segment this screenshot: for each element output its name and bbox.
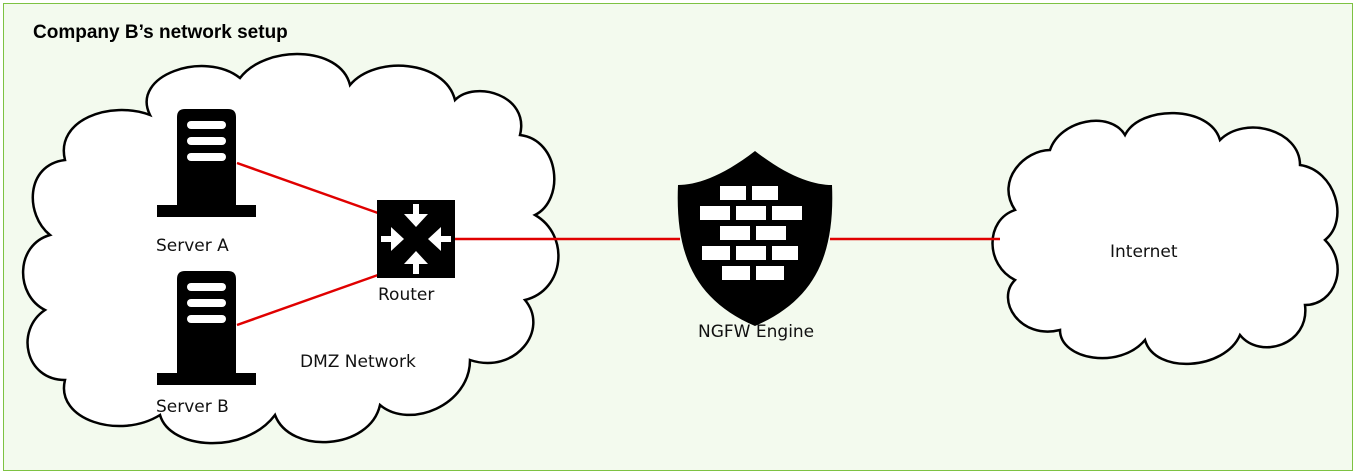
link-server-a-router: [236, 161, 379, 215]
server-a-icon: [157, 109, 256, 217]
firewall-shield-icon: [677, 151, 833, 326]
network-links: [236, 161, 1000, 327]
firewall-label: NGFW Engine: [698, 322, 815, 342]
dmz-network-cloud: [21, 52, 560, 445]
diagram-title: Company B’s network setup: [33, 22, 288, 43]
router-icon: [377, 200, 455, 278]
internet-cloud: [991, 111, 1339, 366]
server-b-label: Server B: [156, 397, 229, 417]
link-server-b-router: [236, 273, 379, 327]
server-b-icon: [157, 271, 256, 385]
internet-label: Internet: [1110, 242, 1178, 262]
router-label: Router: [378, 285, 435, 305]
server-a-label: Server A: [156, 236, 229, 256]
dmz-network-label: DMZ Network: [300, 352, 416, 372]
